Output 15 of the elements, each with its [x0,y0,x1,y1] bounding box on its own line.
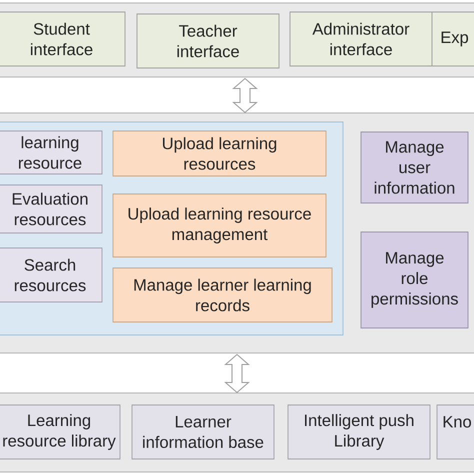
function-box: Evaluation resources [0,184,102,234]
function-box: learning resource [0,130,102,174]
function-box: Upload learning resources [112,130,326,176]
interface-box: Teacher interface [136,14,280,68]
function-box: Search resources [0,248,102,302]
management-box: Manage role permissions [360,232,468,328]
library-box: Learning resource library [0,404,120,460]
function-box: Manage learner learning records [112,268,332,322]
library-box: Kno [436,404,474,460]
interface-box: Exp [432,12,474,66]
interface-box: Student interface [0,12,126,66]
library-box: Learner information base [132,404,274,460]
management-box: Manage user information [360,132,468,204]
library-box: Intelligent push Library [288,404,430,460]
function-box: Upload learning resource management [112,194,326,258]
